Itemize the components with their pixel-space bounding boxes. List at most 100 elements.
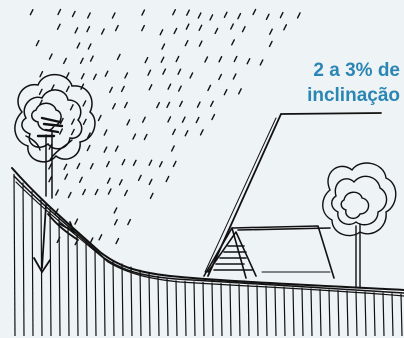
rain-stroke <box>38 88 43 96</box>
rain-stroke <box>86 12 91 19</box>
rain-stroke <box>70 118 75 125</box>
ground-stake <box>283 286 286 337</box>
rain-stroke <box>127 218 132 226</box>
rain-stroke <box>179 100 183 108</box>
rain-stroke <box>159 29 164 36</box>
rain-stroke <box>121 158 126 166</box>
rain-stroke <box>148 84 153 91</box>
tree-left-shading <box>36 116 64 138</box>
ground-stake <box>229 283 232 337</box>
rain-stroke <box>237 88 242 95</box>
ground-stake <box>328 289 331 337</box>
rain-stroke <box>189 72 194 79</box>
rain-stroke <box>65 72 70 79</box>
rain-stroke <box>107 188 112 195</box>
ground-stake <box>103 257 106 337</box>
rain-stroke <box>184 39 189 47</box>
rain-stroke <box>268 40 273 48</box>
rain-stroke <box>184 130 189 137</box>
rain-stroke <box>252 8 257 16</box>
rain-stroke <box>98 234 103 241</box>
rain-stroke <box>141 24 145 32</box>
ground-stake <box>319 288 322 337</box>
rain-stroke <box>114 24 119 32</box>
rain-stroke <box>296 12 301 19</box>
ground-stake <box>274 286 277 337</box>
slope-annotation-line2: inclinação <box>307 85 400 106</box>
rain-stroke <box>104 70 109 77</box>
rain-stroke <box>97 114 102 122</box>
ground-stake <box>22 182 25 337</box>
rain-stroke <box>64 173 69 180</box>
rain-stroke <box>167 116 172 123</box>
rain-stroke <box>167 83 172 90</box>
rain-stroke <box>65 85 70 93</box>
rain-stroke <box>198 40 203 47</box>
slope-annotation: 2 a 3% de inclinação <box>307 58 400 108</box>
ground-stake <box>301 287 304 337</box>
ground-stake <box>193 281 196 337</box>
rain-stroke <box>158 161 163 168</box>
rain-stroke <box>48 53 53 60</box>
rain-stroke <box>112 103 116 110</box>
rain-stroke <box>172 9 177 16</box>
rain-stroke <box>100 28 105 35</box>
ground-stake <box>292 287 295 337</box>
rain-stroke <box>161 43 166 50</box>
rain-stroke <box>209 14 214 21</box>
rain-stroke <box>160 56 165 63</box>
rain-stroke <box>246 58 251 65</box>
ground-stake <box>130 266 133 337</box>
rain-stroke <box>89 162 94 170</box>
rain-stroke <box>48 163 53 170</box>
ground-stake <box>157 275 160 337</box>
rain-stroke <box>106 177 111 184</box>
ground-stake <box>211 282 214 337</box>
rain-stroke <box>185 23 190 30</box>
tent <box>203 225 335 279</box>
rain-stroke <box>171 128 176 136</box>
rain-stroke <box>143 133 148 141</box>
rain-stroke <box>137 174 142 182</box>
ground-stake <box>121 263 124 337</box>
rain-stroke <box>144 56 149 64</box>
rain-stroke <box>141 9 146 16</box>
rain-stroke <box>92 73 97 80</box>
rain-stroke <box>86 144 91 152</box>
rain-stroke <box>214 27 219 35</box>
ground-stake <box>49 208 52 337</box>
ground-stake <box>355 291 358 337</box>
rain-stroke <box>223 11 228 18</box>
rain-stroke <box>147 69 152 76</box>
rain-stroke <box>55 189 59 196</box>
rain-stroke <box>74 27 79 34</box>
rain-stroke <box>80 72 85 80</box>
rain-stroke <box>82 188 86 196</box>
rain-stroke <box>82 118 87 126</box>
rain-stroke <box>94 188 99 196</box>
ground-stake <box>238 284 241 337</box>
rain-stroke <box>197 12 202 19</box>
ground-stake <box>94 251 97 337</box>
rain-stroke <box>78 176 83 183</box>
ground-stake <box>112 260 115 337</box>
ground-stake <box>346 290 349 337</box>
rain-stroke <box>279 11 284 19</box>
rain-stroke <box>132 159 137 167</box>
rain-stroke <box>89 237 94 244</box>
ground-stake <box>400 293 403 337</box>
ground-stake <box>310 288 313 337</box>
slope-annotation-line1: 2 a 3% de <box>313 60 400 81</box>
rain-stroke <box>113 207 118 214</box>
rain-stroke <box>29 8 34 16</box>
rain-stroke <box>74 218 79 225</box>
rain-stroke <box>63 163 68 171</box>
rain-stroke <box>59 128 63 135</box>
rain-stroke <box>241 25 246 33</box>
rain-stroke <box>105 160 110 168</box>
rain-stroke <box>148 159 153 166</box>
ground-stake <box>373 292 376 337</box>
ground-stake <box>175 280 178 337</box>
